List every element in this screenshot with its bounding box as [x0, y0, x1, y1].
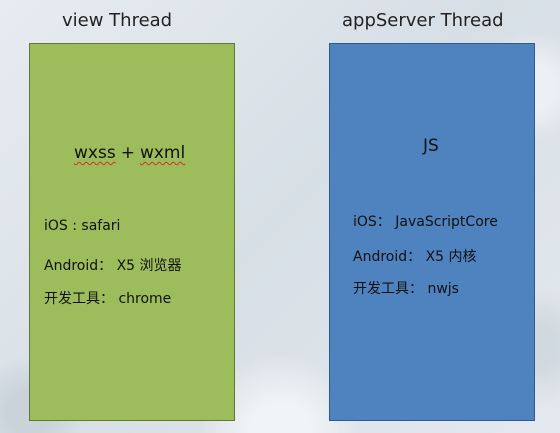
view-thread-heading: wxss+wxml — [74, 143, 185, 163]
view-line-android: Android： X5 浏览器 — [44, 258, 182, 274]
view-thread-box: wxss+wxml iOS : safari Android： X5 浏览器 开… — [29, 43, 235, 421]
server-line-devtools: 开发工具： nwjs — [353, 281, 459, 297]
view-line-devtools: 开发工具： chrome — [44, 291, 172, 307]
plus-sign: + — [120, 143, 135, 163]
wxml-label: wxml — [139, 143, 186, 163]
view-thread-title: view Thread — [62, 10, 173, 31]
appserver-thread-title: appServer Thread — [342, 10, 504, 31]
appserver-thread-box: JS iOS： JavaScriptCore Android： X5 内核 开发… — [329, 43, 535, 421]
wxss-label: wxss — [74, 143, 116, 163]
server-line-ios: iOS： JavaScriptCore — [353, 214, 498, 230]
appserver-thread-heading: JS — [423, 136, 439, 156]
view-line-ios: iOS : safari — [44, 218, 121, 234]
server-line-android: Android： X5 内核 — [353, 249, 477, 265]
